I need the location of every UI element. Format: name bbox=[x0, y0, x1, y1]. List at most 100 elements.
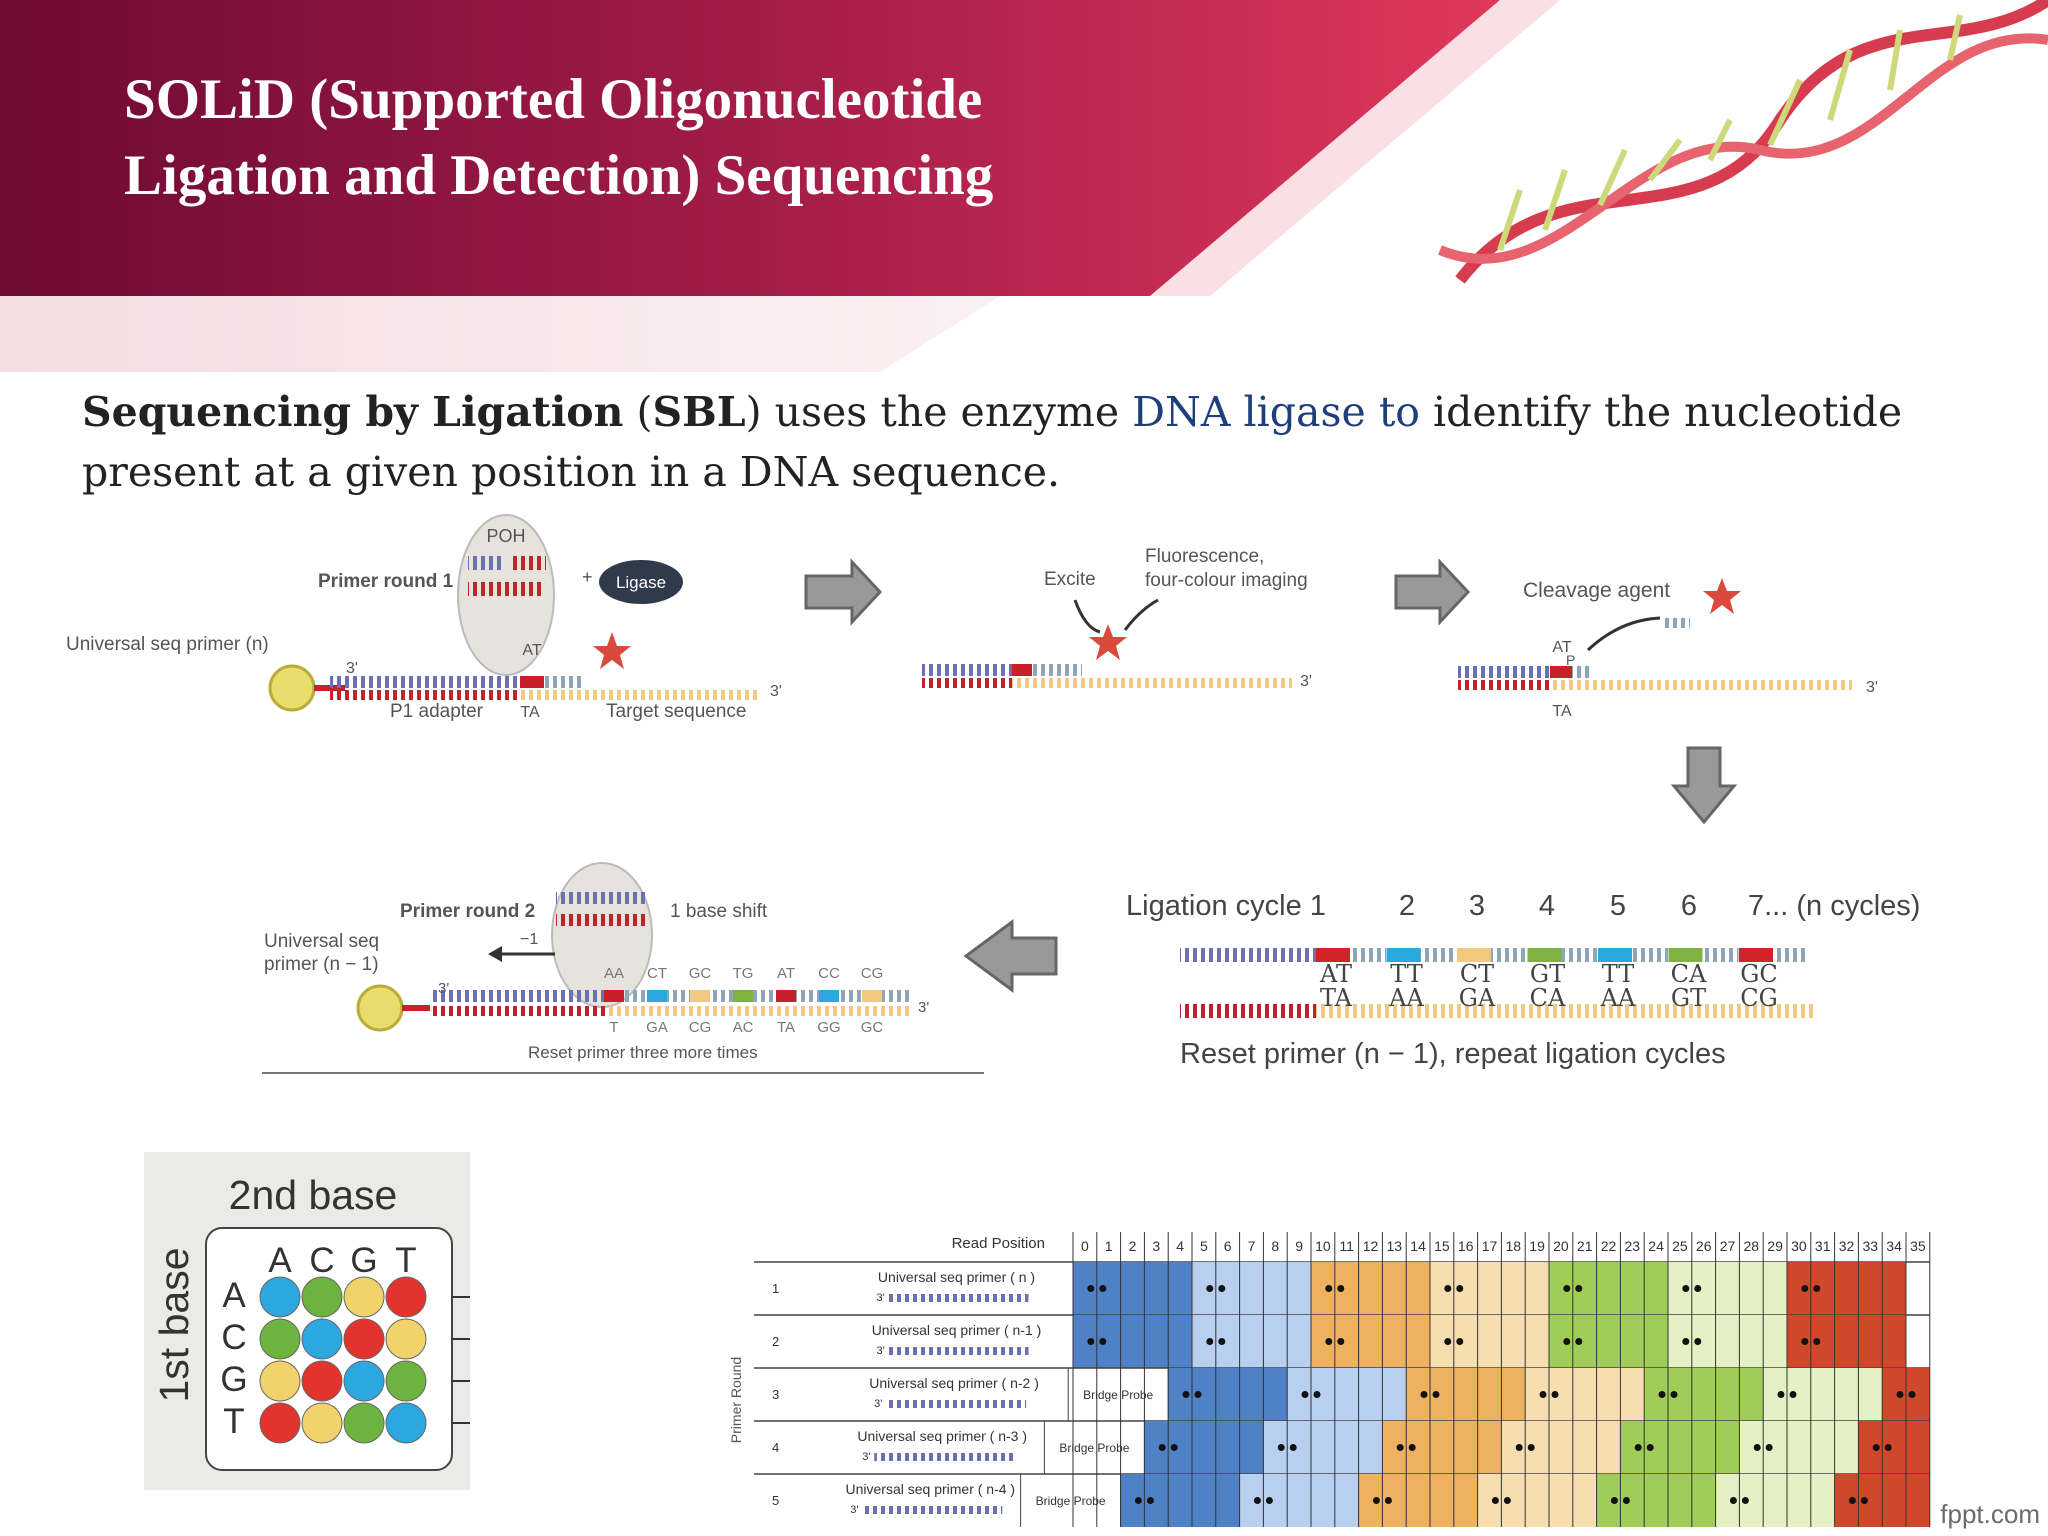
three-prime-round2: 3' bbox=[438, 980, 449, 997]
cycle-bottom-pair: CA bbox=[1530, 984, 1566, 1012]
three-prime-primer: 3' bbox=[346, 660, 358, 677]
round2-probe bbox=[733, 990, 753, 1002]
at-label: AT bbox=[522, 642, 541, 659]
read-dot bbox=[1527, 1444, 1535, 1451]
read-dot bbox=[1325, 1285, 1333, 1292]
cycle-top-pair: CT bbox=[1460, 960, 1494, 988]
intro-text-2: identify the nucleotide present at a giv… bbox=[82, 388, 1903, 496]
cycle-bottom-pair: AA bbox=[1600, 984, 1636, 1012]
matrix-row-label: A bbox=[222, 1276, 246, 1315]
fluor-star-icon-3 bbox=[1703, 578, 1741, 614]
bead-icon-2 bbox=[356, 984, 404, 1032]
matrix-cell-yellow bbox=[259, 1360, 301, 1402]
slide-title-line-2: Ligation and Detection) Sequencing bbox=[124, 144, 994, 207]
bead-icon bbox=[268, 664, 316, 712]
universal-primer-line-2: primer (n − 1) bbox=[264, 954, 379, 975]
read-dot bbox=[1682, 1285, 1690, 1292]
read-dot bbox=[1337, 1285, 1345, 1292]
universal-primer-label: Universal seq primer (n) bbox=[66, 634, 269, 655]
read-dot bbox=[1087, 1285, 1095, 1292]
cycle-probe-3 bbox=[1457, 948, 1491, 962]
round2-bottom-pair: CG bbox=[689, 1019, 712, 1036]
read-dot bbox=[1456, 1285, 1464, 1292]
read-dot bbox=[1551, 1391, 1559, 1398]
read-position-number: 24 bbox=[1648, 1238, 1664, 1254]
three-prime-step3: 3' bbox=[1866, 679, 1878, 696]
primer-round-number: 3 bbox=[772, 1387, 779, 1402]
read-dot bbox=[1099, 1338, 1107, 1345]
read-dot bbox=[1908, 1391, 1916, 1398]
poh-label: POH bbox=[486, 526, 525, 546]
round2-probe bbox=[690, 990, 710, 1002]
read-dot bbox=[1765, 1444, 1773, 1451]
matrix-cell-blue bbox=[301, 1318, 343, 1360]
round2-bottom-pair: AC bbox=[733, 1019, 754, 1036]
read-position-number: 3 bbox=[1152, 1238, 1160, 1254]
read-dot bbox=[1301, 1391, 1309, 1398]
arrow-left bbox=[963, 919, 1058, 993]
three-prime-step2: 3' bbox=[1300, 673, 1312, 690]
read-dot bbox=[1170, 1444, 1178, 1451]
primer-strand-end: 3' bbox=[862, 1451, 870, 1463]
primer-strand bbox=[862, 1506, 1003, 1514]
primer-name: Universal seq primer ( n-2 ) bbox=[869, 1375, 1039, 1391]
arrow-right-2 bbox=[1394, 558, 1471, 626]
read-dot bbox=[1872, 1444, 1880, 1451]
read-dot bbox=[1277, 1444, 1285, 1451]
title-banner bbox=[0, 0, 2048, 372]
read-position-number: 32 bbox=[1839, 1238, 1855, 1254]
intro-paragraph: Sequencing by Ligation (SBL) uses the en… bbox=[82, 382, 2012, 502]
read-position-number: 6 bbox=[1224, 1238, 1232, 1254]
read-dot bbox=[1777, 1391, 1785, 1398]
reset-three-times-text: Reset primer three more times bbox=[528, 1043, 758, 1062]
matrix-cell-red bbox=[385, 1276, 427, 1318]
matrix-cell-red bbox=[301, 1360, 343, 1402]
read-dot bbox=[1444, 1338, 1452, 1345]
cycle-top-pair: AT bbox=[1319, 960, 1352, 988]
excite-label: Excite bbox=[1044, 569, 1096, 590]
read-dot bbox=[1087, 1338, 1095, 1345]
cycle-number: 2 bbox=[1399, 890, 1415, 922]
primer-round-number: 4 bbox=[772, 1440, 779, 1455]
target-sequence-label: Target sequence bbox=[606, 701, 747, 722]
intro-abbrev: SBL bbox=[652, 388, 746, 436]
read-position-number: 21 bbox=[1577, 1238, 1593, 1254]
cycle-number: 6 bbox=[1681, 890, 1697, 922]
footer-brand: fppt.com bbox=[1940, 1499, 2040, 1529]
round2-probe bbox=[604, 990, 624, 1002]
round2-probe bbox=[776, 990, 796, 1002]
cycle-probe-tail bbox=[1773, 948, 1809, 962]
bridge-probe-label: Bridge Probe bbox=[1036, 1494, 1106, 1508]
read-dot bbox=[1408, 1444, 1416, 1451]
read-position-number: 29 bbox=[1767, 1238, 1783, 1254]
read-dot bbox=[1396, 1444, 1404, 1451]
matrix-row-label: G bbox=[220, 1360, 247, 1399]
primer-name: Universal seq primer ( n-1 ) bbox=[872, 1322, 1042, 1338]
matrix-cell-red bbox=[343, 1318, 385, 1360]
read-dot bbox=[1265, 1497, 1273, 1504]
read-dot bbox=[1753, 1444, 1761, 1451]
primer-strand bbox=[888, 1347, 1029, 1355]
read-position-number: 22 bbox=[1601, 1238, 1617, 1254]
round2-bottom-pair: GC bbox=[861, 1019, 884, 1036]
intro-paren: ( bbox=[623, 388, 653, 436]
matrix-cell-yellow bbox=[343, 1276, 385, 1318]
read-dot bbox=[1896, 1391, 1904, 1398]
arrow-down bbox=[1670, 746, 1738, 825]
at-label-3: AT bbox=[1552, 639, 1571, 656]
read-position-number: 34 bbox=[1886, 1238, 1902, 1254]
matrix-row-label: C bbox=[221, 1318, 246, 1357]
cycle-number: 3 bbox=[1469, 890, 1485, 922]
read-dot bbox=[1884, 1444, 1892, 1451]
round2-bottom-pair: GG bbox=[817, 1019, 840, 1036]
matrix-cell-green bbox=[259, 1318, 301, 1360]
cycle-number: 5 bbox=[1610, 890, 1626, 922]
round2-top-pair: AA bbox=[604, 965, 624, 982]
cycle-bottom-pair: AA bbox=[1388, 984, 1424, 1012]
read-position-number: 26 bbox=[1696, 1238, 1712, 1254]
read-position-number: 23 bbox=[1625, 1238, 1641, 1254]
read-position-number: 5 bbox=[1200, 1238, 1208, 1254]
read-dot bbox=[1158, 1444, 1166, 1451]
